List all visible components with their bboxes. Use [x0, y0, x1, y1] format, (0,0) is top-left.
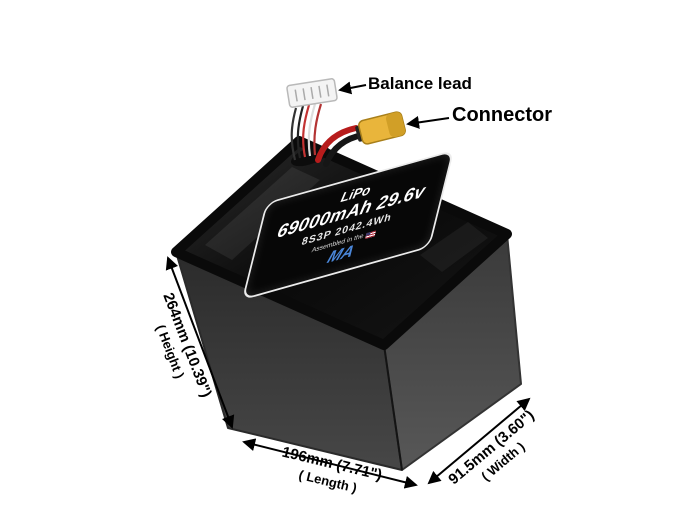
- top-face-reflection-2: [420, 222, 488, 272]
- balance-connector: [286, 78, 338, 108]
- usa-flag-icon: [365, 230, 377, 240]
- connector-pointer: [406, 115, 450, 129]
- connector-label: Connector: [452, 104, 552, 126]
- length-dimension-arrow: [242, 438, 418, 489]
- balance-wires: [290, 103, 323, 161]
- height-dimension-arrow: [165, 256, 235, 429]
- xt90-connector: [355, 111, 406, 145]
- width-dimension-arrow: [427, 397, 531, 485]
- balance-lead-pointer: [338, 81, 367, 95]
- balance-lead-label: Balance lead: [368, 74, 472, 93]
